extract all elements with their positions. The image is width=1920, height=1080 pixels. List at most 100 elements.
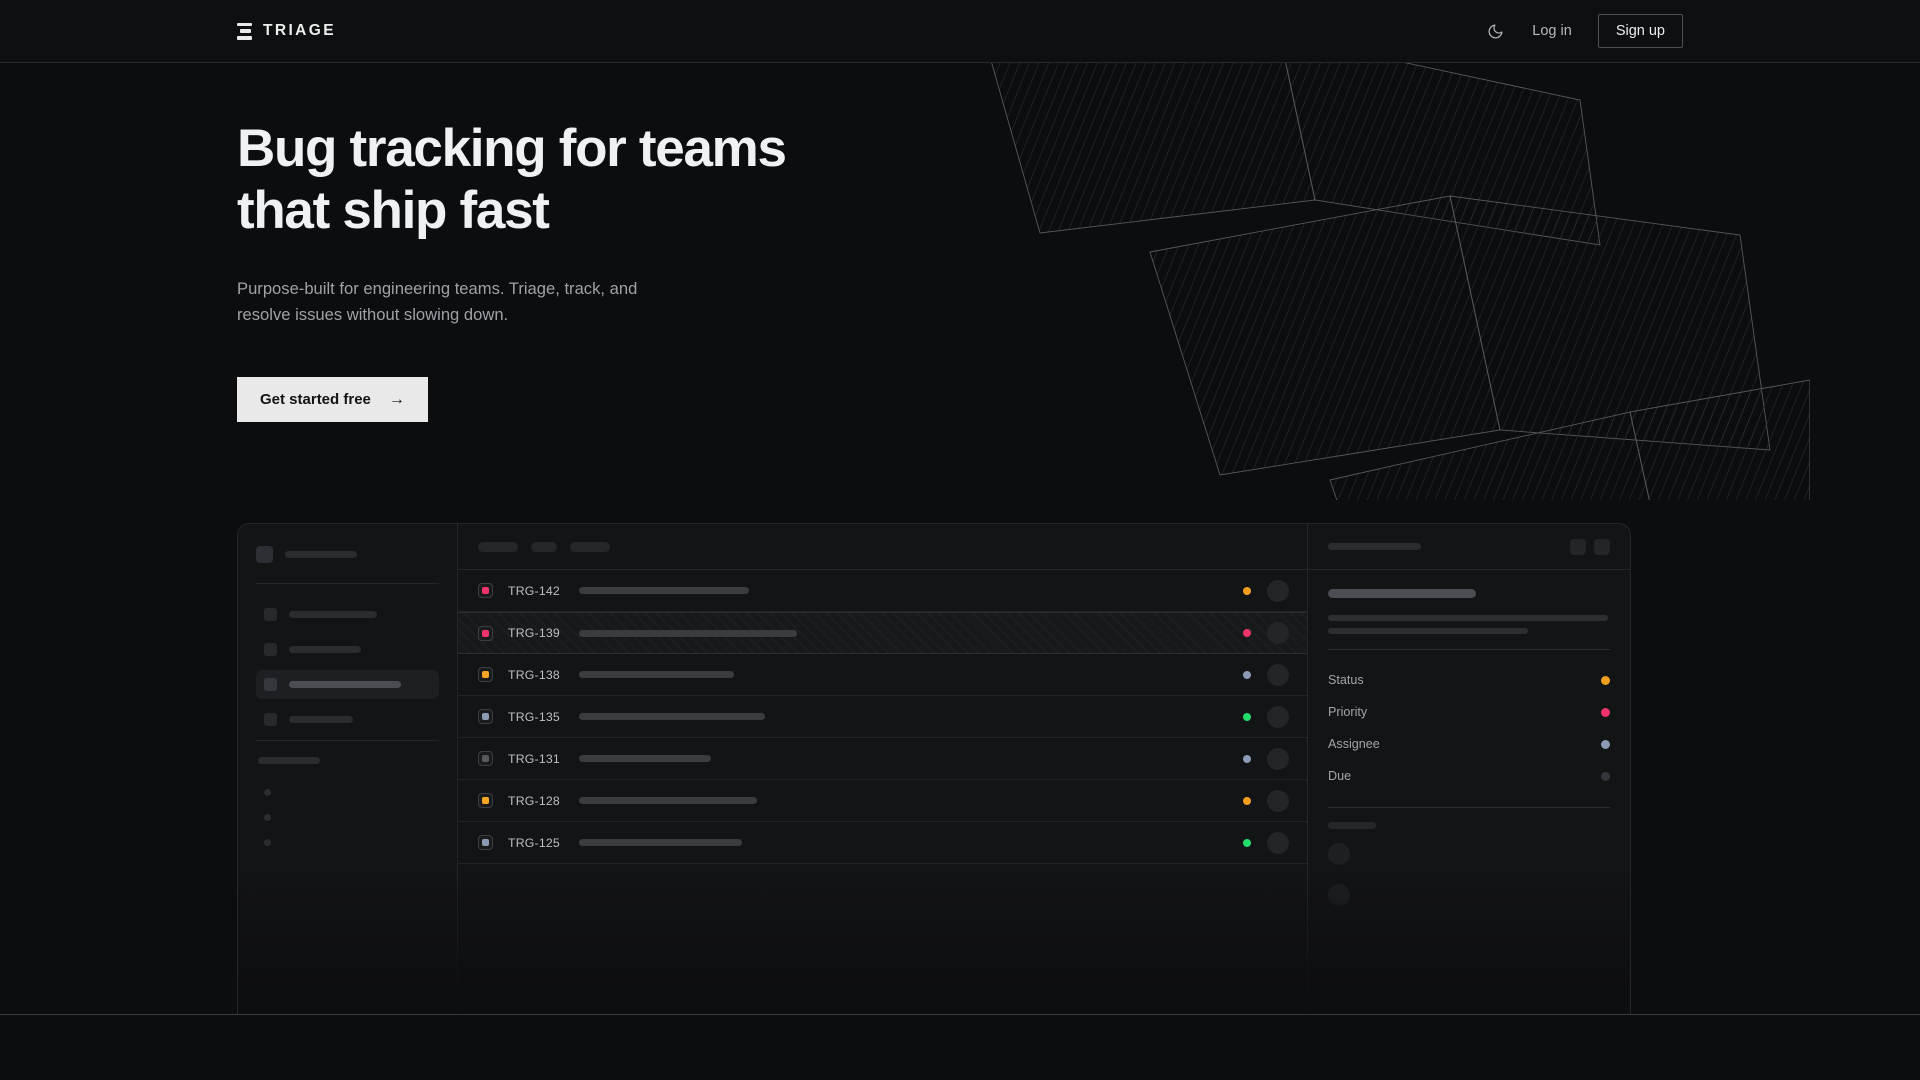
top-navigation-bar: TRIAGE Log in Sign up [0, 0, 1920, 63]
sidebar-item-2[interactable] [256, 635, 439, 664]
priority-badge-icon [478, 793, 493, 808]
comment-avatar[interactable] [1328, 884, 1350, 906]
detail-description-line-2 [1328, 628, 1528, 634]
sidebar-subitem-3[interactable] [256, 830, 439, 855]
field-value-dot [1601, 740, 1610, 749]
table-row[interactable]: TRG-142 [458, 570, 1307, 612]
issue-title-placeholder [579, 755, 711, 762]
sidebar-item-label [289, 681, 401, 688]
field-label: Priority [1328, 705, 1367, 719]
comment-avatar[interactable] [1328, 843, 1350, 865]
issue-id: TRG-139 [508, 626, 570, 640]
detail-divider [1328, 649, 1610, 650]
avatar[interactable] [1267, 706, 1289, 728]
table-row[interactable]: TRG-131 [458, 738, 1307, 780]
issue-title-placeholder [579, 671, 734, 678]
stacked-bars-logo-icon [237, 23, 252, 40]
table-row[interactable]: TRG-128 [458, 780, 1307, 822]
detail-field-priority[interactable]: Priority [1328, 696, 1610, 728]
sidebar-item-4[interactable] [256, 705, 439, 734]
issue-id: TRG-131 [508, 752, 570, 766]
workspace-switcher[interactable] [256, 546, 439, 563]
priority-badge-icon [478, 709, 493, 724]
page-title: Bug tracking for teams that ship fast [237, 118, 1137, 243]
arrow-right-icon: → [389, 392, 405, 408]
issue-list-toolbar [458, 524, 1307, 570]
detail-divider-bottom [1328, 807, 1610, 808]
issue-title-placeholder [579, 839, 742, 846]
issue-title-placeholder [579, 797, 757, 804]
status-badge [1243, 839, 1251, 847]
status-badge [1243, 797, 1251, 805]
sidebar-item-icon [264, 713, 277, 726]
issue-title-placeholder [579, 713, 765, 720]
sidebar-divider-top [256, 583, 439, 584]
sidebar-item-label [289, 716, 353, 723]
avatar[interactable] [1267, 580, 1289, 602]
issue-list-panel: TRG-142TRG-139TRG-138TRG-135TRG-131TRG-1… [458, 524, 1308, 1015]
section-divider-rule [0, 1014, 1920, 1015]
priority-badge-icon [478, 835, 493, 850]
bullet-icon [264, 789, 271, 796]
avatar[interactable] [1267, 664, 1289, 686]
login-link[interactable]: Log in [1532, 23, 1572, 39]
sidebar-item-icon [264, 678, 277, 691]
status-badge [1243, 755, 1251, 763]
table-row[interactable]: TRG-139 [458, 612, 1307, 654]
detail-action-1[interactable] [1570, 539, 1586, 555]
filter-chip-2[interactable] [531, 542, 557, 552]
issue-id: TRG-138 [508, 668, 570, 682]
detail-field-due[interactable]: Due [1328, 760, 1610, 792]
brand-name: TRIAGE [263, 22, 336, 40]
detail-field-assignee[interactable]: Assignee [1328, 728, 1610, 760]
sidebar-subitem-1[interactable] [256, 780, 439, 805]
workspace-name-placeholder [285, 551, 357, 558]
field-label: Status [1328, 673, 1364, 687]
sidebar-item-icon [264, 643, 277, 656]
detail-panel-body: StatusPriorityAssigneeDue [1308, 570, 1630, 925]
table-row[interactable]: TRG-135 [458, 696, 1307, 738]
detail-header-actions [1570, 539, 1610, 555]
moon-icon[interactable] [1484, 20, 1506, 42]
filter-chip-3[interactable] [570, 542, 610, 552]
sidebar-item-3[interactable] [256, 670, 439, 699]
avatar[interactable] [1267, 790, 1289, 812]
detail-field-status[interactable]: Status [1328, 664, 1610, 696]
sidebar-subitem-2[interactable] [256, 805, 439, 830]
get-started-button[interactable]: Get started free → [237, 377, 428, 422]
field-value-dot [1601, 708, 1610, 717]
issue-id: TRG-135 [508, 710, 570, 724]
sidebar-section-label [258, 757, 320, 764]
hero-subtitle: Purpose-built for engineering teams. Tri… [237, 276, 1137, 330]
issue-title-placeholder [579, 587, 749, 594]
detail-description-line-1 [1328, 615, 1608, 621]
field-label: Assignee [1328, 737, 1380, 751]
detail-breadcrumb-placeholder [1328, 543, 1421, 550]
sidebar-item-icon [264, 608, 277, 621]
sidebar-item-label [289, 611, 377, 618]
priority-badge-icon [478, 751, 493, 766]
table-row[interactable]: TRG-138 [458, 654, 1307, 696]
avatar[interactable] [1267, 748, 1289, 770]
brand-logo[interactable]: TRIAGE [237, 22, 336, 40]
issue-detail-panel: StatusPriorityAssigneeDue [1308, 524, 1630, 1015]
status-badge [1243, 671, 1251, 679]
sidebar-item-1[interactable] [256, 600, 439, 629]
cta-label: Get started free [260, 391, 371, 408]
bullet-icon [264, 814, 271, 821]
detail-title-placeholder [1328, 589, 1476, 598]
issue-title-placeholder [579, 630, 797, 637]
workspace-avatar [256, 546, 273, 563]
field-value-dot [1601, 676, 1610, 685]
avatar[interactable] [1267, 622, 1289, 644]
filter-chip-1[interactable] [478, 542, 518, 552]
mockup-sidebar [238, 524, 458, 1015]
signup-button[interactable]: Sign up [1598, 14, 1683, 48]
detail-action-2[interactable] [1594, 539, 1610, 555]
comments-label-placeholder [1328, 822, 1376, 829]
table-row[interactable]: TRG-125 [458, 822, 1307, 864]
avatar[interactable] [1267, 832, 1289, 854]
field-value-dot [1601, 772, 1610, 781]
app-preview-mockup: TRG-142TRG-139TRG-138TRG-135TRG-131TRG-1… [237, 523, 1631, 1015]
